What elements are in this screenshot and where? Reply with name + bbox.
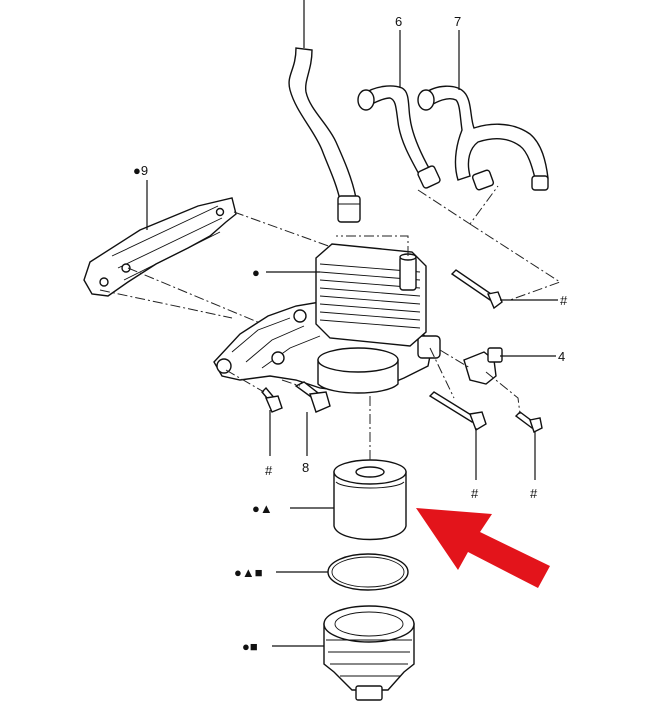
callout-hash-bolt-left: # (265, 463, 273, 478)
callout-cooler-mark: ● (252, 265, 260, 280)
mounting-bracket-9 (83, 180, 237, 297)
coolant-hose-upper (288, 0, 361, 223)
callout-cap-mark: ●■ (242, 639, 258, 654)
coolant-hose-6 (357, 30, 441, 189)
o-ring-seal (276, 553, 409, 591)
highlight-arrow (416, 508, 550, 588)
oil-cooler-core (315, 235, 427, 347)
callout-4: 4 (558, 349, 565, 364)
callout-hash-bolt-right: # (560, 293, 568, 308)
screw-right (514, 411, 543, 480)
coolant-hose-7 (417, 30, 549, 191)
callout-7: 7 (454, 14, 461, 29)
bolt-right-upper (450, 269, 558, 310)
bolt-left (261, 386, 283, 456)
callout-9: ●9 (133, 163, 148, 178)
callout-hash-bolt-lower: # (471, 486, 479, 501)
sensor-8 (294, 381, 331, 456)
callout-hash-screw-right: # (530, 486, 538, 501)
oil-filter-element (290, 396, 407, 541)
callout-6: 6 (395, 14, 402, 29)
callout-8: 8 (302, 460, 309, 475)
temperature-sender-4 (463, 347, 556, 385)
callout-filter-mark: ●▲ (252, 501, 273, 516)
oil-filter-cap (272, 605, 415, 701)
bolt-right-lower (428, 391, 487, 480)
callout-oring-mark: ●▲■ (234, 565, 263, 580)
